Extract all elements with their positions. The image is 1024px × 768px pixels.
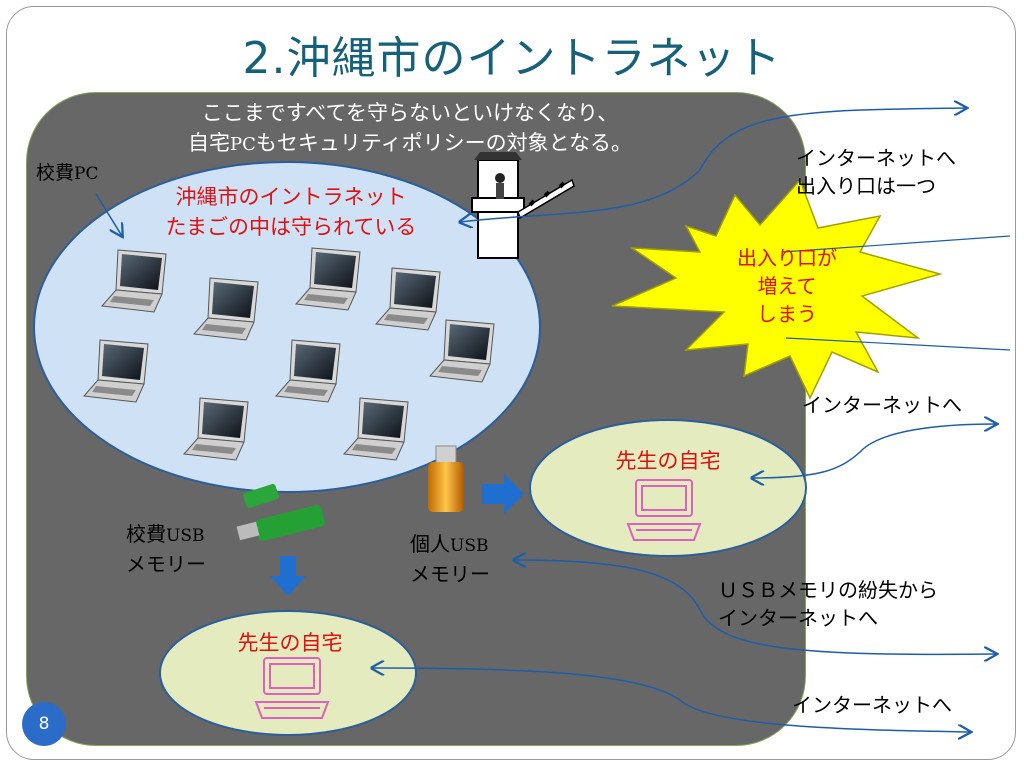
gateway-label: インターネットへ 出入り口は一つ [796,144,956,200]
home2-internet-curve [372,668,970,732]
gateway-label-line-1: インターネットへ [796,146,956,170]
burst-label-line-1: 出入り口が [737,246,837,270]
caption-line-2: 自宅PCもセキュリティポリシーの対象となる。 [140,128,680,160]
caption: ここまですべてを守らないといけなくなり、 自宅PCもセキュリティポリシーの対象と… [140,98,680,160]
gateway-internet-curve [460,108,966,222]
caption-line-2b: PC [230,134,256,155]
usb-loss-label-line-1: ＵＳＢメモリの紛失から [718,578,938,602]
home-laptop-icon-2 [254,657,330,719]
intranet-egg [33,161,541,493]
usb-loss-label: ＵＳＢメモリの紛失から インターネットへ [718,576,938,632]
gatekeeper-booth-icon [471,152,575,259]
personal-usb-label-a: 個人 [410,532,450,556]
burst-label-line-2: 増えて [757,274,817,298]
usb-loss-internet-curve [514,560,996,654]
personal-usb-label: 個人USB メモリー [410,530,490,588]
caption-line-1: ここまですべてを守らないといけなくなり、 [201,101,619,125]
slide-title: 2.沖縄市のイントラネット [242,33,782,84]
school-pc-label-a: 校費 [36,162,75,184]
school-laptop-icon [374,267,441,331]
school-usb-label-b: USB [166,526,205,546]
school-laptop-icon [294,247,361,311]
teacher-home-label-2: 先生の自宅 [237,631,343,655]
school-usb-label-line-1: 校費USB [126,520,206,550]
school-usb-icon [236,483,325,542]
school-pc-label-b: PC [74,164,99,184]
intranet-label: 沖縄市のイントラネット たまごの中は守られている [138,182,444,242]
internet-label-1: インターネットへ [802,393,962,417]
gateway-label-line-2: 出入り口は一つ [796,174,936,198]
intranet-label-line-2: たまごの中は守られている [165,215,417,239]
school-laptop-icon [100,249,167,313]
personal-usb-label-line-2: メモリー [410,562,490,586]
school-usb-label-a: 校費 [126,522,166,546]
burst-label-line-3: しまう [757,302,817,326]
page-number-badge: 8 [22,702,66,746]
intranet-label-line-1: 沖縄市のイントラネット [175,185,407,209]
burst-label: 出入り口が 増えて しまう [712,244,862,328]
school-laptop-icon [192,277,259,341]
school-usb-label: 校費USB メモリー [126,520,206,578]
school-laptop-icon [182,397,249,461]
school-laptop-icon [342,397,409,461]
school-pc-label: 校費PC [36,160,98,187]
teacher-home-ellipse-1 [529,419,807,557]
school-laptop-icon [274,339,341,403]
personal-usb-icon [428,445,464,512]
school-laptop-icon [82,339,149,403]
caption-line-2a: 自宅 [188,131,230,155]
school-laptop-group [82,247,495,461]
personal-usb-label-line-1: 個人USB [410,530,490,560]
home1-internet-curve [752,424,996,478]
burst-top-line [781,235,1011,253]
arrow-usb-to-home-2 [270,556,306,596]
usb-loss-label-line-2: インターネットへ [718,606,878,630]
arrow-usb-to-home-1 [482,474,524,514]
personal-usb-label-b: USB [450,536,489,556]
internet-label-2: インターネットへ [792,693,952,717]
burst-bottom-line [785,337,1011,351]
school-usb-label-line-2: メモリー [126,552,206,576]
arrow-school-pc [95,193,122,236]
school-laptop-icon [428,319,495,383]
home-laptop-icon-1 [626,479,702,541]
teacher-home-label-1: 先生の自宅 [615,449,721,473]
caption-line-2c: もセキュリティポリシーの対象となる。 [255,131,632,155]
